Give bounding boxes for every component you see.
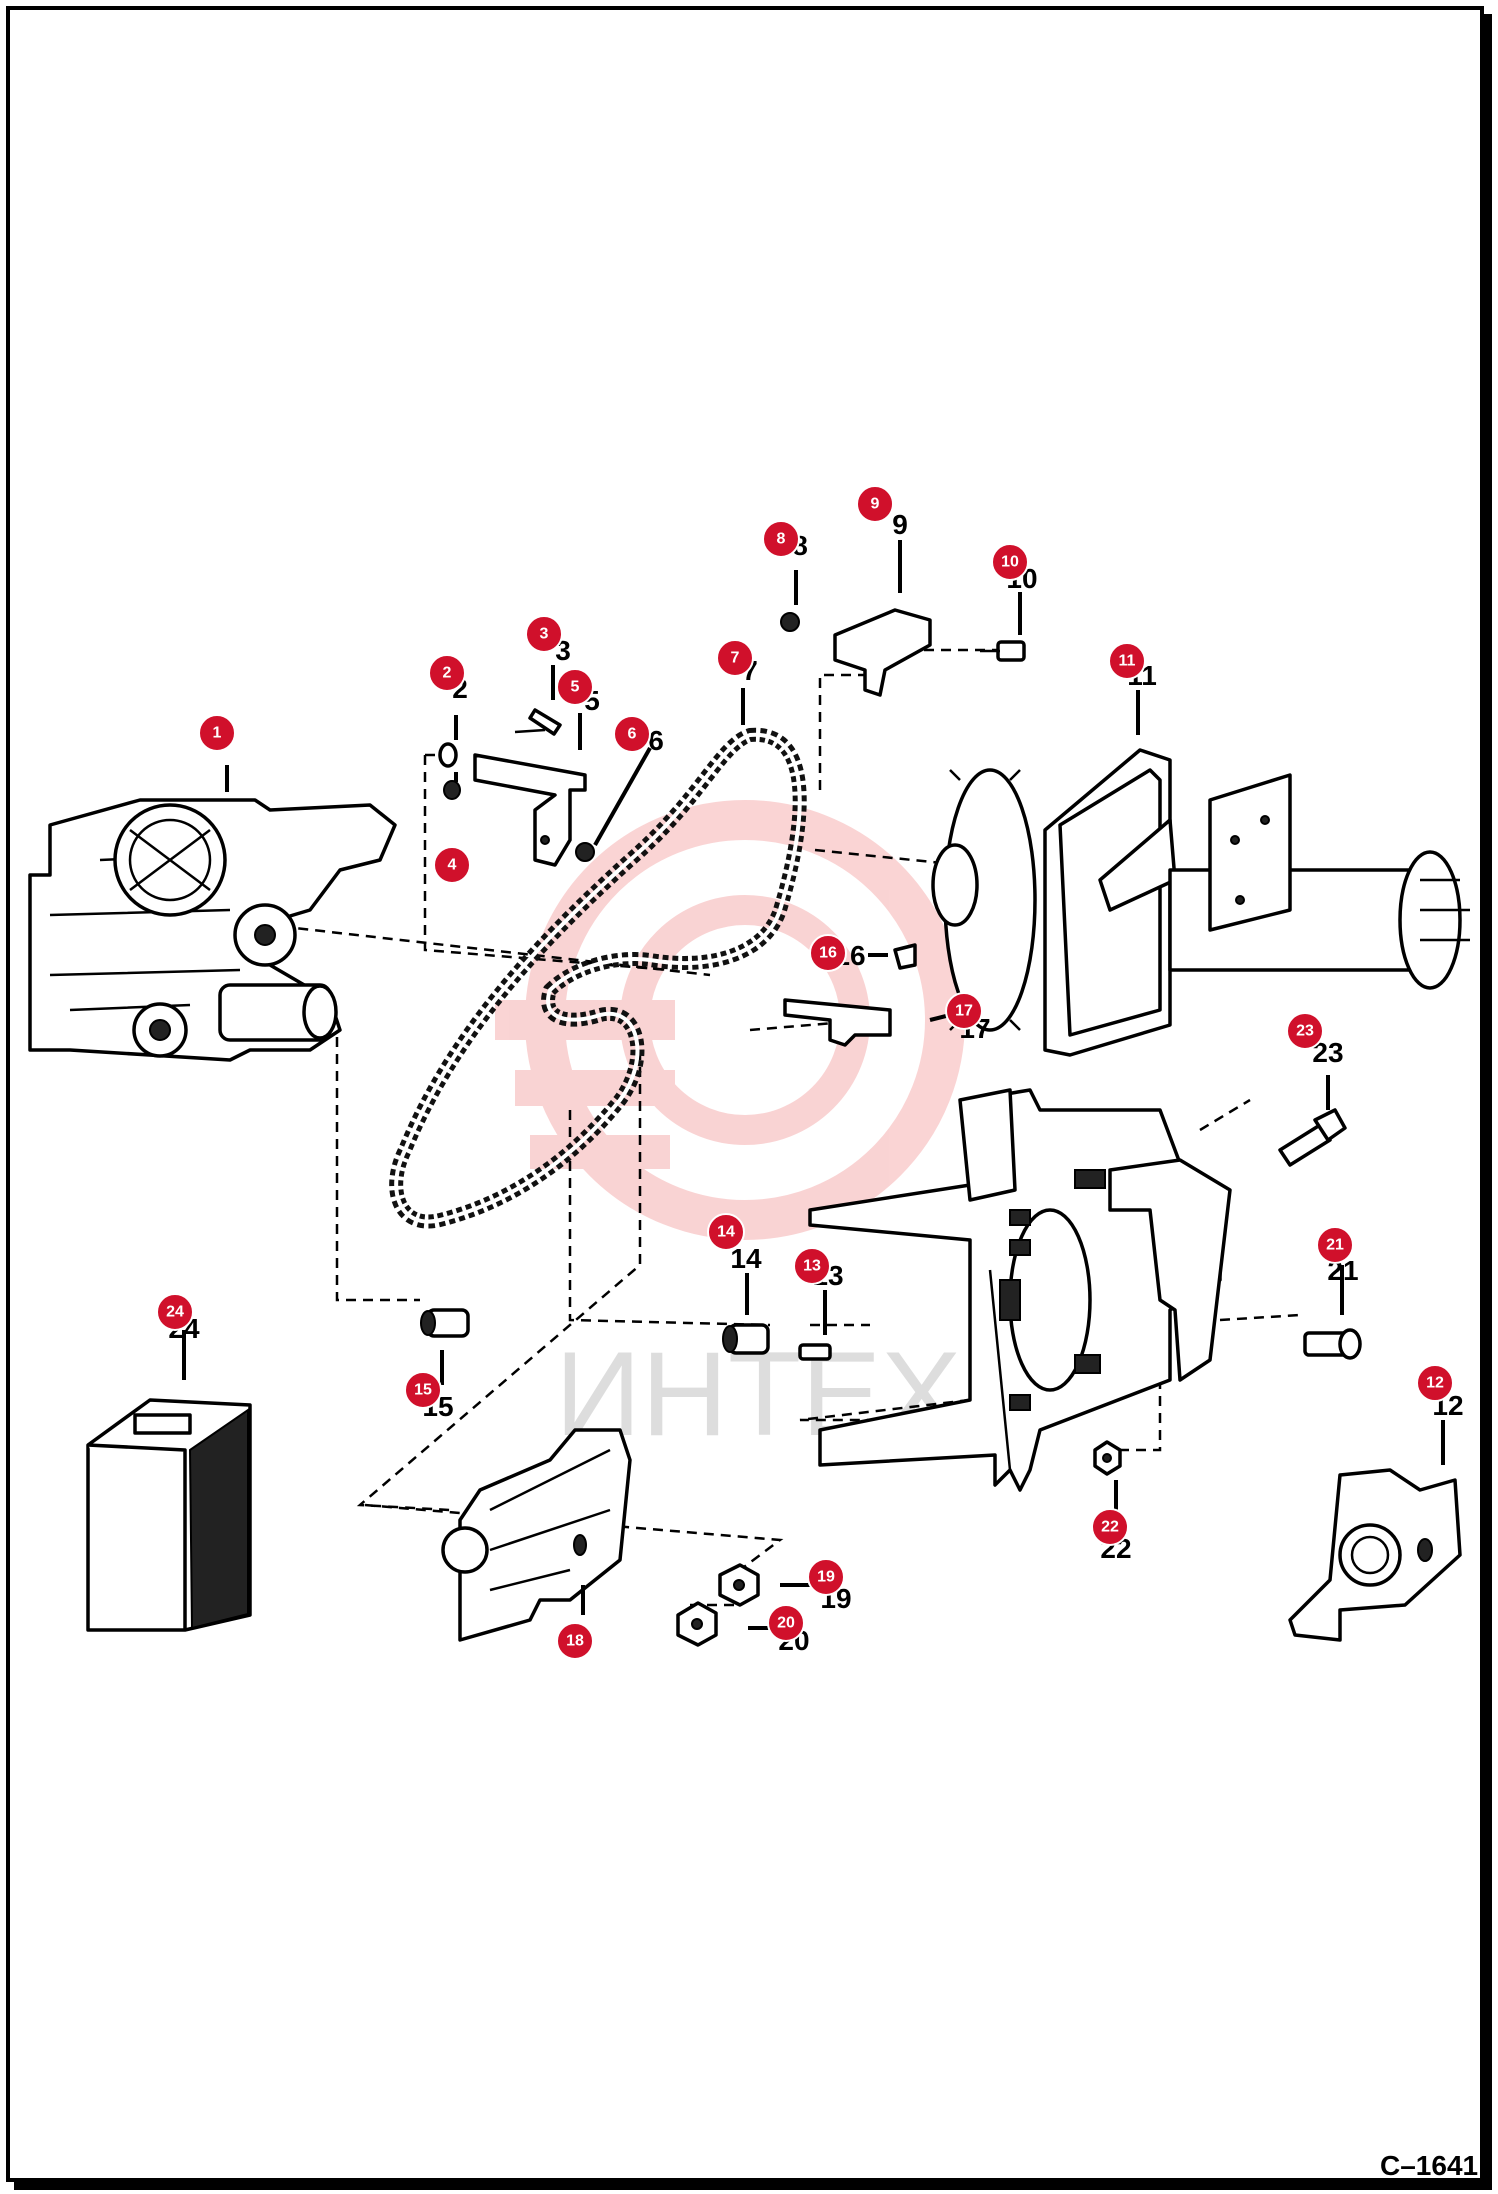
callout-6[interactable]: 6 [613,715,651,753]
callout-10[interactable]: 10 [991,543,1029,581]
callout-15[interactable]: 15 [404,1371,442,1409]
svg-text:13: 13 [803,1258,821,1275]
part-15-pin [420,1308,470,1338]
svg-text:14: 14 [717,1224,735,1241]
callout-23[interactable]: 23 [1286,1012,1324,1050]
part-number-labels: 2 3 5 6 7 8 9 10 11 12 13 14 15 16 17 19… [168,509,1463,1656]
exploded-parts-diagram: ИНТЕХ [28,485,1470,1660]
part-7-drive-chain [389,727,807,1229]
frame-shadow-right [1484,14,1492,2190]
svg-text:21: 21 [1326,1237,1344,1254]
diagram-frame: ИНТЕХ [6,6,1484,2182]
svg-text:5: 5 [571,679,580,696]
part-9-angle-bracket [833,608,932,697]
svg-text:3: 3 [540,626,549,643]
part-23-bolt [1278,1108,1347,1167]
svg-text:23: 23 [1296,1023,1314,1040]
callout-16[interactable]: 16 [809,934,847,972]
part-19-nut [718,1563,760,1607]
part-16-screw [893,943,917,970]
callout-1[interactable]: 1 [198,714,236,752]
leader-lines [182,540,1445,1630]
callouts: 1 2 3 4 5 6 7 8 9 10 11 12 13 14 15 16 1… [156,485,1454,1660]
part-5-bracket [473,753,587,867]
svg-text:1: 1 [213,725,222,742]
part-8-nut [780,612,800,632]
part-10-bolt [980,640,1026,662]
callout-5[interactable]: 5 [556,668,594,706]
svg-text:4: 4 [448,857,457,874]
callout-19[interactable]: 19 [807,1558,845,1596]
svg-text:20: 20 [777,1615,795,1632]
part-14-pin [722,1323,770,1355]
part-21-bolt [1303,1328,1362,1360]
part-20-nut [676,1601,718,1647]
frame-shadow-bottom [14,2182,1492,2190]
svg-text:22: 22 [1101,1519,1119,1536]
svg-text:15: 15 [414,1382,432,1399]
part-17-small-bracket [783,998,892,1047]
callout-14[interactable]: 14 [707,1213,745,1251]
part-2-o-ring [438,742,458,768]
callout-18[interactable]: 18 [556,1622,594,1660]
part-18-sprocket-bracket [441,1428,632,1642]
svg-text:12: 12 [1426,1375,1444,1392]
callout-9[interactable]: 9 [856,485,894,523]
callout-2[interactable]: 2 [428,654,466,692]
svg-text:19: 19 [817,1569,835,1586]
callout-12[interactable]: 12 [1416,1364,1454,1402]
part-24-decal [86,1398,252,1632]
part-3-screw [514,708,562,736]
part-number-9: 9 [892,509,908,540]
callout-24[interactable]: 24 [156,1293,194,1331]
callout-11[interactable]: 11 [1108,642,1146,680]
watermark-logo [495,800,965,1240]
callout-7[interactable]: 7 [716,639,754,677]
callout-13[interactable]: 13 [793,1247,831,1285]
callout-21[interactable]: 21 [1316,1226,1354,1264]
svg-text:7: 7 [731,650,740,667]
part-11-axle-assembly [931,748,1470,1057]
part-13-bolt [798,1343,832,1361]
svg-text:24: 24 [166,1304,184,1321]
svg-text:17: 17 [955,1003,973,1020]
part-1-drive-housing [28,798,397,1062]
callout-20[interactable]: 20 [767,1604,805,1642]
callout-8[interactable]: 8 [762,520,800,558]
svg-text:2: 2 [443,665,452,682]
svg-text:6: 6 [628,726,637,743]
part-6-nut [575,842,595,862]
callout-22[interactable]: 22 [1091,1508,1129,1546]
svg-text:8: 8 [777,531,786,548]
svg-text:9: 9 [871,496,880,513]
svg-text:10: 10 [1001,554,1019,571]
svg-text:11: 11 [1119,653,1136,670]
part-22-nut [1093,1440,1122,1476]
svg-text:18: 18 [566,1633,584,1650]
figure-code: C–1641 [1380,2150,1479,2181]
part-number-6: 6 [648,725,664,756]
callout-3[interactable]: 3 [525,615,563,653]
callout-17[interactable]: 17 [945,992,983,1030]
part-12-idler-assembly [1288,1468,1462,1642]
svg-text:16: 16 [819,945,837,962]
chaincase-frame [808,1088,1232,1492]
callout-4[interactable]: 4 [433,846,471,884]
part-4-nut [443,780,461,800]
